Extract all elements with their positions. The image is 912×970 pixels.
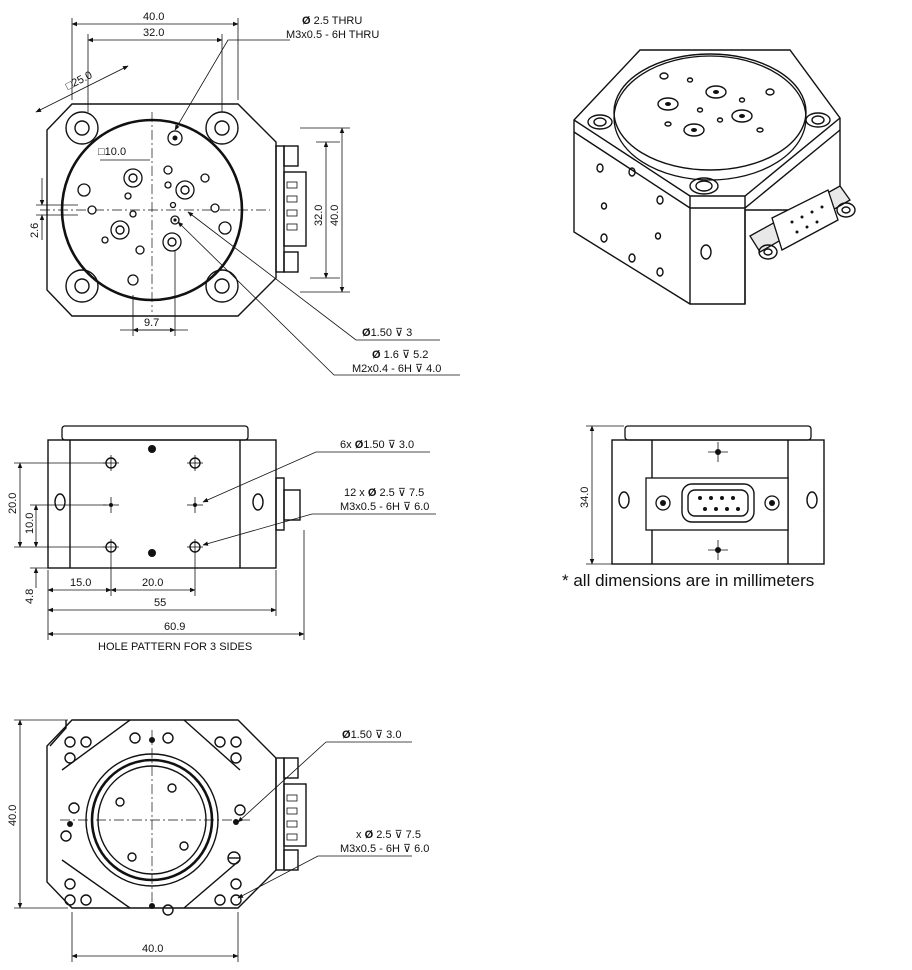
side-body: [47, 439, 277, 569]
top-view: 40.0 32.0 □25.0 □10.0 2.6 9.7 32.0 40.0 …: [29, 11, 460, 376]
side-dim-20: 20.0: [7, 493, 19, 514]
side-dim-15: 15.0: [70, 577, 91, 589]
front-body: [611, 439, 825, 565]
side-callout-b2: M3x0.5 - 6H ⊽ 6.0: [340, 501, 429, 513]
iso-connector-shell: [771, 189, 839, 251]
top-dimensions: [35, 18, 460, 376]
bottom-dim-40-h: 40.0: [142, 943, 163, 955]
isometric-view: [573, 49, 856, 305]
bottom-base-plate: [46, 719, 277, 909]
top-connector-body: [275, 145, 285, 273]
bottom-callout-b: x Ø 2.5 ⊽ 7.5: [356, 829, 421, 841]
side-callout-a: 6x Ø1.50 ⊽ 3.0: [340, 439, 414, 451]
front-connector-shell: [681, 483, 755, 523]
top-dim-10: □10.0: [98, 146, 126, 158]
top-dim-2-6: 2.6: [29, 223, 41, 238]
bottom-holes: [60, 732, 246, 916]
top-dim-32: 32.0: [143, 27, 164, 39]
top-disc-holes: [77, 130, 232, 286]
top-dim-9-7: 9.7: [144, 317, 159, 329]
iso-side-holes: [596, 163, 712, 277]
top-callout-thru: Ø 2.5 THRU: [302, 15, 362, 27]
side-callout-b: 12 x Ø 2.5 ⊽ 7.5: [344, 487, 424, 499]
top-callout-hole-1: Ø1.50 ⊽ 3: [362, 327, 412, 339]
front-dim-34: 34.0: [579, 487, 591, 508]
top-connector-shell: [283, 171, 307, 247]
side-holes: [103, 445, 203, 557]
top-callout-hole-2b: M2x0.4 - 6H ⊽ 4.0: [352, 363, 441, 375]
top-dim-25: □25.0: [64, 69, 94, 92]
side-dim-4-8: 4.8: [24, 589, 36, 604]
side-dimensions: [14, 451, 436, 640]
top-base-plate: [46, 103, 277, 317]
top-dim-40: 40.0: [143, 11, 164, 23]
bottom-callout-a: Ø1.50 ⊽ 3.0: [342, 729, 401, 741]
iso-rotary-disc: [613, 55, 807, 181]
side-dim-20-h: 20.0: [142, 577, 163, 589]
bottom-callout-b2: M3x0.5 - 6H ⊽ 6.0: [340, 843, 429, 855]
top-corner-bosses: [65, 111, 239, 303]
side-view: 20.0 10.0 4.8 15.0 20.0 55 60.9 HOLE PAT…: [7, 425, 436, 653]
side-dim-10: 10.0: [24, 513, 36, 534]
side-dim-60-9: 60.9: [164, 621, 185, 633]
bottom-view: 40.0 40.0 Ø1.50 ⊽ 3.0 x Ø 2.5 ⊽ 7.5 M3x0…: [7, 719, 429, 962]
bottom-dim-40-v: 40.0: [7, 805, 19, 826]
top-callout-hole-2: Ø 1.6 ⊽ 5.2: [372, 349, 428, 361]
top-dim-right-32: 32.0: [313, 205, 325, 226]
front-view: 34.0: [579, 425, 825, 565]
side-caption: HOLE PATTERN FOR 3 SIDES: [98, 641, 252, 653]
side-disc-top: [61, 425, 249, 441]
units-note: * all dimensions are in millimeters: [562, 571, 815, 590]
iso-disc-holes: [657, 72, 775, 137]
top-callout-thru-2: M3x0.5 - 6H THRU: [286, 29, 379, 41]
side-dim-55: 55: [154, 597, 166, 609]
top-dim-right-40: 40.0: [329, 205, 341, 226]
